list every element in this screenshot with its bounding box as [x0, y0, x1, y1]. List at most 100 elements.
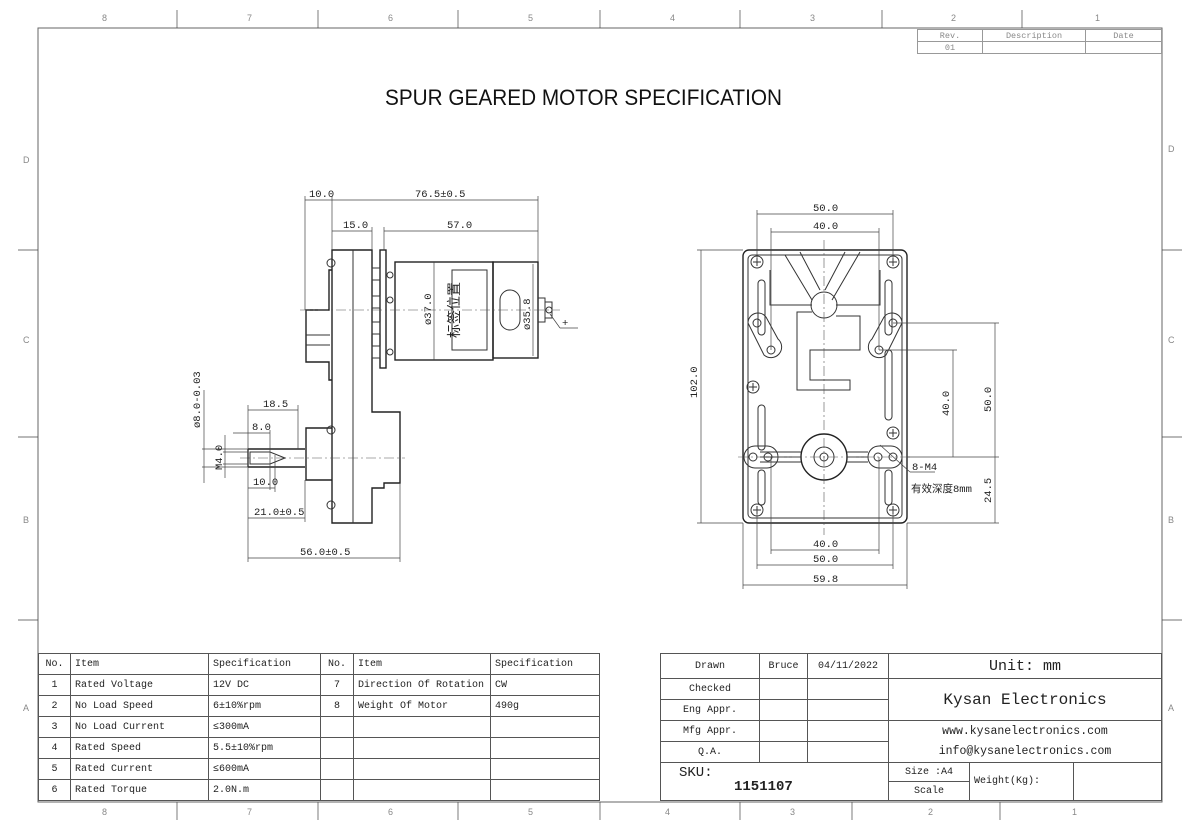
rev-header: Rev. [917, 29, 983, 42]
dim-8: 8.0 [252, 422, 271, 434]
cell-item: Rated Torque [70, 779, 209, 801]
zone-bottom-8: 8 [102, 807, 107, 817]
dim-height-24-5: 24.5 [983, 478, 995, 503]
cell-empty [490, 716, 600, 738]
drawn-date: 04/11/2022 [807, 653, 889, 679]
company-website[interactable]: www.kysanelectronics.com [942, 724, 1108, 738]
drawn-label: Drawn [660, 653, 760, 679]
zone-ticks [18, 10, 1182, 820]
scale-label: Scale [888, 781, 970, 801]
zone-top-7: 7 [247, 13, 252, 23]
dim-height-40: 40.0 [941, 391, 953, 416]
dim-bottom-59-8: 59.8 [813, 574, 838, 586]
rev-date-header: Date [1085, 29, 1162, 42]
zone-top-2: 2 [951, 13, 956, 23]
col-no-2: No. [320, 653, 354, 675]
output-boss [305, 427, 332, 481]
rev-date [1085, 41, 1162, 54]
zone-bottom-7: 7 [247, 807, 252, 817]
sku-value: 1151107 [734, 779, 793, 795]
label-position-text: 标签位置 [446, 282, 463, 338]
company-name: Kysan Electronics [888, 678, 1162, 721]
zone-right-d: D [1168, 144, 1175, 154]
cell-empty [320, 737, 354, 759]
cell-empty [353, 758, 491, 780]
cell-no: 3 [38, 716, 71, 738]
cell-item: Rated Voltage [70, 674, 209, 696]
dim-height-102: 102.0 [689, 366, 701, 398]
cell-empty [490, 737, 600, 759]
cell-empty [353, 737, 491, 759]
cell-spec: 490g [490, 695, 600, 717]
cell-spec: 5.5±10%rpm [208, 737, 321, 759]
zone-left-c: C [23, 335, 30, 345]
spec-header-row: No. Item Specification No. Item Specific… [38, 653, 600, 675]
zone-labels: 8 7 6 5 4 3 2 1 8 7 6 5 4 3 2 1 D C B A … [23, 13, 1175, 817]
zone-top-4: 4 [670, 13, 675, 23]
weight-label: Weight(Kg): [969, 762, 1074, 801]
cell-no: 4 [38, 737, 71, 759]
title-block: Drawn Bruce 04/11/2022 Unit: mm Checked … [660, 653, 1162, 801]
cell-empty [320, 779, 354, 801]
thread-depth-note: 有效深度8mm [911, 482, 972, 496]
dim-10-thread: 10.0 [253, 477, 278, 489]
page-title: SPUR GEARED MOTOR SPECIFICATION [385, 85, 782, 110]
dim-width-40: 40.0 [813, 221, 838, 233]
drawn-by: Bruce [759, 653, 808, 679]
zone-left-d: D [23, 155, 30, 165]
zone-top-3: 3 [810, 13, 815, 23]
rev-description-header: Description [982, 29, 1086, 42]
cell-no: 1 [38, 674, 71, 696]
dim-15: 15.0 [343, 220, 368, 232]
cell-no: 6 [38, 779, 71, 801]
zone-right-b: B [1168, 515, 1174, 525]
rev-description [982, 41, 1086, 54]
cell-spec: ≤600mA [208, 758, 321, 780]
spec-table: No. Item Specification No. Item Specific… [38, 653, 600, 801]
zone-top-6: 6 [388, 13, 393, 23]
cell-empty [320, 716, 354, 738]
company-email[interactable]: info@kysanelectronics.com [938, 744, 1112, 758]
terminal-plus: + [562, 318, 568, 330]
zone-top-5: 5 [528, 13, 533, 23]
cell-item: No Load Speed [70, 695, 209, 717]
weight-value [1073, 762, 1162, 801]
mfg-appr-label: Mfg Appr. [660, 720, 760, 742]
zone-left-b: B [23, 515, 29, 525]
dim-18-5: 18.5 [263, 399, 288, 411]
qa-label: Q.A. [660, 741, 760, 763]
zone-left-a: A [23, 703, 29, 713]
zone-top-1: 1 [1095, 13, 1100, 23]
zone-bottom-2: 2 [928, 807, 933, 817]
sku-label: SKU: [679, 765, 713, 781]
unit-label: Unit: mm [888, 653, 1162, 679]
cell-spec: 12V DC [208, 674, 321, 696]
cell-spec: ≤300mA [208, 716, 321, 738]
zone-bottom-6: 6 [388, 807, 393, 817]
cell-item: Weight Of Motor [353, 695, 491, 717]
col-spec-2: Specification [490, 653, 600, 675]
dim-76-5: 76.5±0.5 [415, 189, 465, 201]
dim-width-50: 50.0 [813, 203, 838, 215]
gearbox-boss-top [305, 269, 332, 381]
cell-empty [353, 716, 491, 738]
cell-empty [320, 758, 354, 780]
cell-empty [490, 758, 600, 780]
cell-item: Rated Speed [70, 737, 209, 759]
cell-item: Rated Current [70, 758, 209, 780]
cell-spec: CW [490, 674, 600, 696]
cell-spec: 6±10%rpm [208, 695, 321, 717]
thread-callout: 8-M4 [912, 462, 937, 474]
col-no: No. [38, 653, 71, 675]
dim-dia-35-8: ø35.8 [522, 298, 534, 330]
cell-spec: 2.0N.m [208, 779, 321, 801]
dim-dia-37: ø37.0 [423, 293, 435, 325]
dim-m4: M4.0 [214, 445, 226, 470]
dim-57: 57.0 [447, 220, 472, 232]
cell-item: No Load Current [70, 716, 209, 738]
